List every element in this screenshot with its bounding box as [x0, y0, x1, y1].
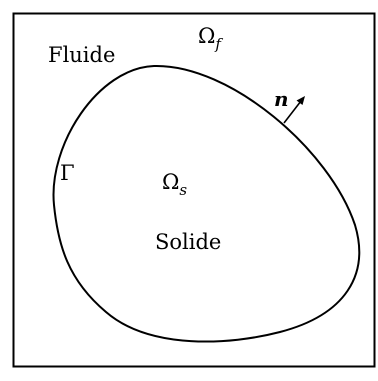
fluid-domain-symbol: Ωf: [198, 24, 223, 53]
domain-boundary-box: [12, 12, 376, 368]
normal-vector-arrow: [283, 96, 305, 124]
interface-label: Γ: [60, 161, 75, 185]
solid-region-label: Solide: [155, 230, 221, 254]
fluid-region-label: Fluide: [48, 43, 115, 67]
normal-vector-label: n: [274, 87, 289, 111]
solid-domain-symbol: Ωs: [162, 170, 187, 199]
interface-curve: [52, 64, 361, 343]
